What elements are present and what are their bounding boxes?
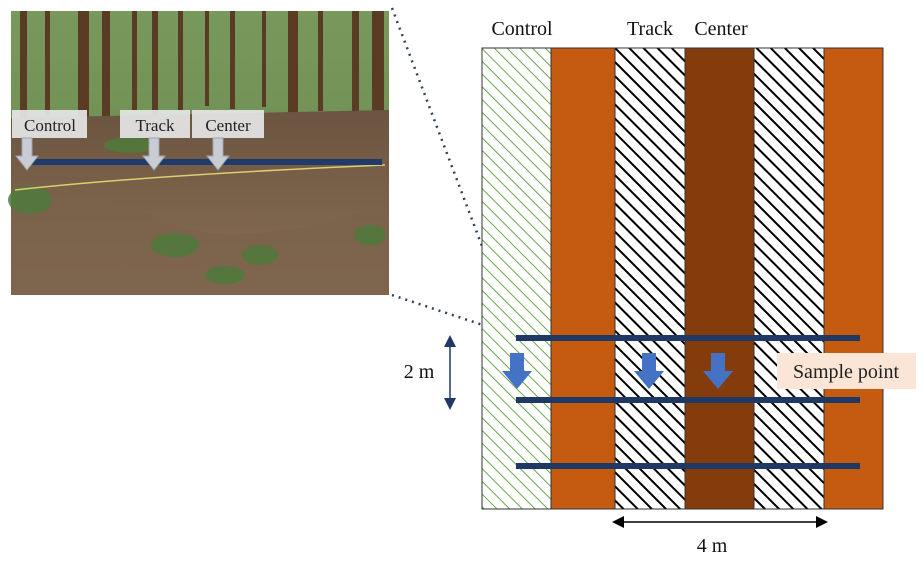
track-strip-left <box>615 48 685 509</box>
soil-strip-right <box>824 48 883 509</box>
photo-arrow-center-icon <box>205 137 231 171</box>
photo-label-center: Center <box>192 110 264 138</box>
track-strip-right <box>754 48 824 509</box>
photo-label-center-text: Center <box>205 116 251 135</box>
column-label-center: Center <box>694 18 748 40</box>
sample-arrow-center-icon <box>703 353 733 389</box>
photo-label-control: Control <box>12 110 87 138</box>
control-strip <box>482 48 551 509</box>
photo-label-track-text: Track <box>135 116 175 135</box>
sample-arrow-control-icon <box>502 353 532 389</box>
photo-label-track: Track <box>120 110 190 138</box>
sample-arrow-track-icon <box>634 353 664 389</box>
horizontal-scale-label: 4 m <box>697 535 728 557</box>
photo-label-control-text: Control <box>24 116 76 135</box>
shrubs <box>8 137 386 284</box>
photo-arrow-track-icon <box>141 137 167 171</box>
column-label-track: Track <box>627 18 673 40</box>
photo-arrow-control-icon <box>14 137 40 171</box>
plot-diagram: Sample point Control Track Center <box>481 18 916 510</box>
center-strip <box>685 48 754 509</box>
horizontal-scale: 4 m <box>612 516 828 557</box>
zoom-connector <box>390 7 518 338</box>
field-photo: Control Track Center <box>8 11 389 295</box>
sample-point-label: Sample point <box>793 361 900 383</box>
tree-trunks <box>20 11 384 123</box>
sample-point-label-bg <box>777 353 916 389</box>
vertical-scale: 2 m <box>404 335 456 410</box>
soil-strip-left <box>551 48 615 509</box>
vertical-scale-label: 2 m <box>404 361 435 383</box>
column-label-control: Control <box>491 18 553 40</box>
